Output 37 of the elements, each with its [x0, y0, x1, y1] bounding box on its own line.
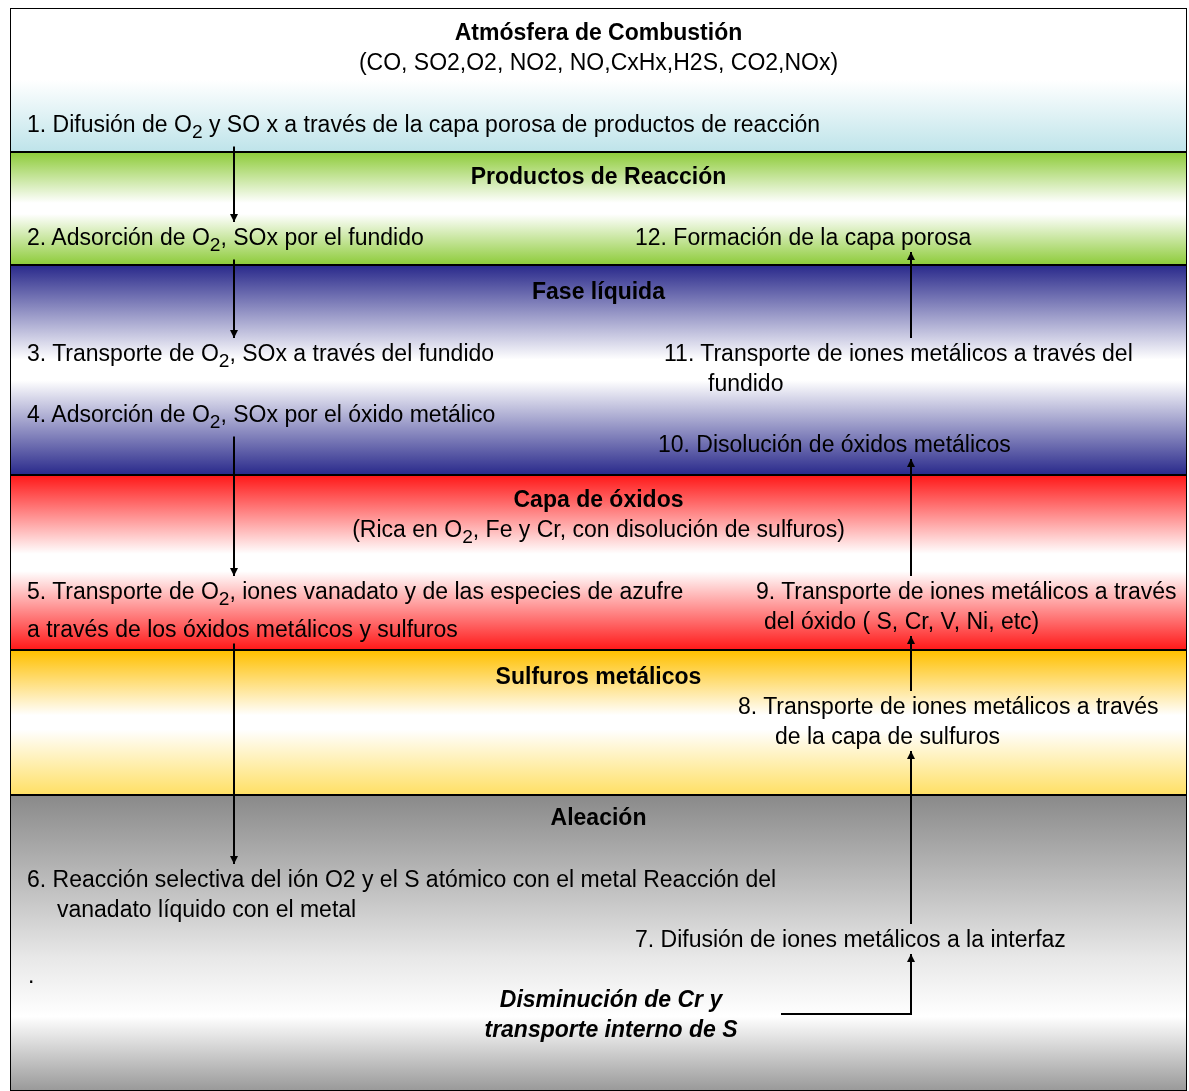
layer-title: Aleación — [550, 803, 647, 832]
layer-band — [10, 152, 1187, 265]
step-text: 11. Transporte de iones metálicos a través del fundido — [664, 338, 1186, 398]
arrow — [780, 953, 915, 1015]
process-note: Disminución de Cr y transporte interno de S — [441, 984, 781, 1044]
layer-title: Fase líquida — [532, 277, 665, 306]
layer-band — [10, 475, 1187, 650]
step-text: 4. Adsorción de O$_{2}$, SOx por el óxido metálico — [27, 399, 496, 437]
step-text: 5. Transporte de O$_{2}$, iones vanadato y de las especies de azufre a través de los óxidos metálicos y sulfuros — [27, 576, 687, 644]
arrow — [907, 458, 915, 577]
layer-subtitle: (CO, SO2,O2, NO2, NO,CxHx,H2S, CO2,NOx) — [358, 48, 839, 77]
layer-band — [10, 650, 1187, 795]
step-text: 9. Transporte de iones metálicos a través del óxido ( S, Cr, V, Ni, etc) — [756, 576, 1184, 636]
step-text: 10. Disolución de óxidos metálicos — [658, 429, 1011, 459]
layer-band — [10, 8, 1187, 152]
layer-title: Sulfuros metálicos — [495, 662, 702, 691]
arrow — [230, 145, 238, 223]
layer-title: Productos de Reacción — [470, 162, 727, 191]
step-text: 8. Transporte de iones metálicos a través de la capa de sulfuros — [738, 691, 1186, 751]
arrow — [907, 635, 915, 692]
step-text: 6. Reacción selectiva del ión O2 y el S atómico con el metal Reacción del vanadato líquido con el metal — [27, 864, 787, 924]
layer-subtitle: (Rica en O$_{2}$, Fe y Cr, con disolución de sulfuros) — [352, 515, 845, 549]
layer-band — [10, 265, 1187, 475]
layer-band — [10, 795, 1187, 1091]
arrow — [907, 750, 915, 925]
arrow — [230, 435, 238, 577]
layer-title: Atmósfera de Combustión — [454, 18, 743, 47]
arrow — [230, 642, 238, 865]
note-text: . — [28, 961, 35, 990]
layer-title: Capa de óxidos — [513, 485, 684, 514]
arrow — [230, 258, 238, 339]
step-text: 2. Adsorción de O$_{2}$, SOx por el fundido — [27, 222, 424, 260]
arrow — [907, 251, 915, 339]
step-text: 1. Difusión de O$_{2}$ y SO x a través de la capa porosa de productos de reacción — [27, 109, 821, 147]
step-text: 3. Transporte de O$_{2}$, SOx a través del fundido — [27, 338, 495, 376]
step-text: 7. Difusión de iones metálicos a la interfaz — [635, 924, 1066, 954]
step-text: 12. Formación de la capa porosa — [635, 222, 972, 252]
